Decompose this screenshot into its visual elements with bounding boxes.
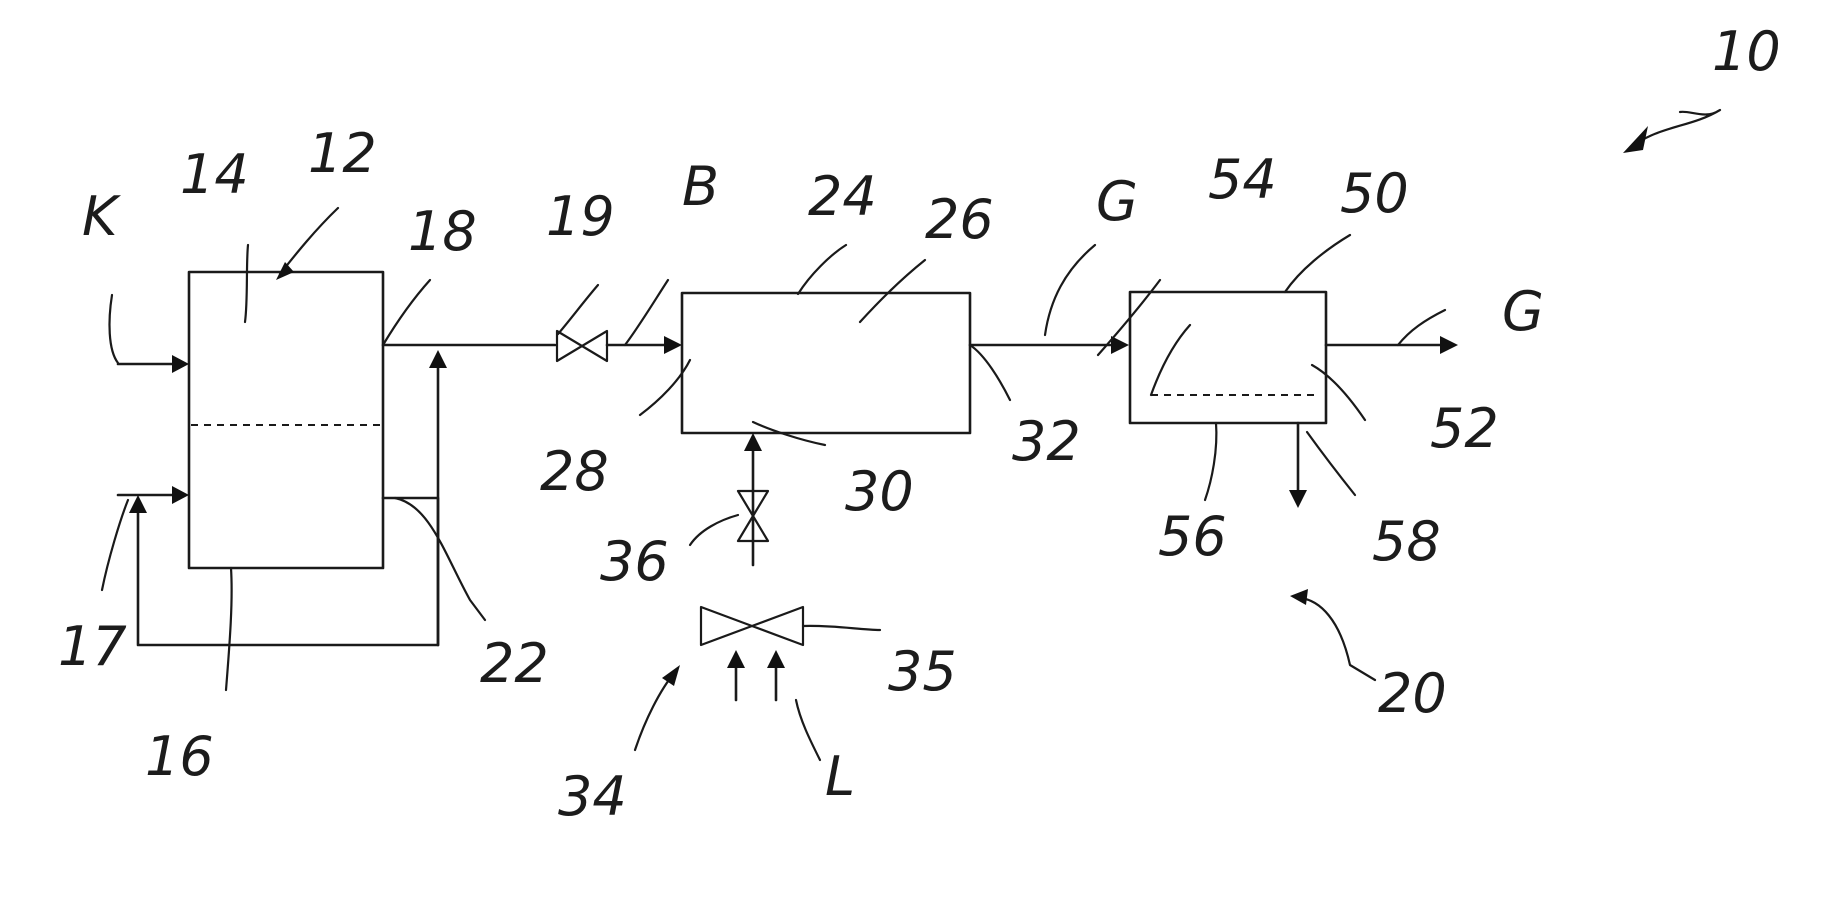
label-18: 18 [408,200,477,263]
label-36: 36 [600,530,669,593]
label-g-1: G [1096,170,1138,233]
label-50: 50 [1340,162,1409,225]
label-10: 10 [1712,20,1781,83]
label-22: 22 [480,632,549,695]
label-24: 24 [808,165,877,228]
line-b-arrow [607,336,682,354]
label-b: B [682,155,719,218]
label-19: 19 [546,185,615,248]
label-56: 56 [1158,505,1227,568]
label-52: 52 [1430,397,1499,460]
vessel-12-box [189,272,383,568]
outlet-58-arrow [1289,423,1307,508]
inlet-30-arrow [744,433,762,565]
separator-50 [1130,292,1326,423]
separator-50-box [1130,292,1326,423]
inlet-k-arrow [118,355,189,373]
line-g-arrow [970,336,1129,354]
label-30: 30 [845,460,914,523]
valve-19 [557,331,607,361]
label-17: 17 [58,615,127,678]
label-54: 54 [1208,148,1277,211]
label-28: 28 [540,440,609,503]
outlet-g-arrow [1326,336,1458,354]
label-34: 34 [558,765,627,828]
reactor-24-box [682,293,970,433]
label-58: 58 [1372,510,1441,573]
label-35: 35 [888,640,957,703]
reference-labels: 10 12 14 K 18 19 B 24 26 G 54 50 G 52 32… [58,20,1781,828]
label-16: 16 [145,725,214,788]
inlet-l-arrows [727,650,785,700]
label-20: 20 [1378,662,1447,725]
label-14: 14 [180,143,249,206]
valve-35 [701,607,803,645]
label-g-2: G [1502,280,1544,343]
label-l: L [825,745,855,808]
label-k: K [82,185,121,248]
label-32: 32 [1012,410,1081,473]
label-26: 26 [925,188,994,251]
vessel-12 [189,272,383,568]
label-12: 12 [308,122,377,185]
